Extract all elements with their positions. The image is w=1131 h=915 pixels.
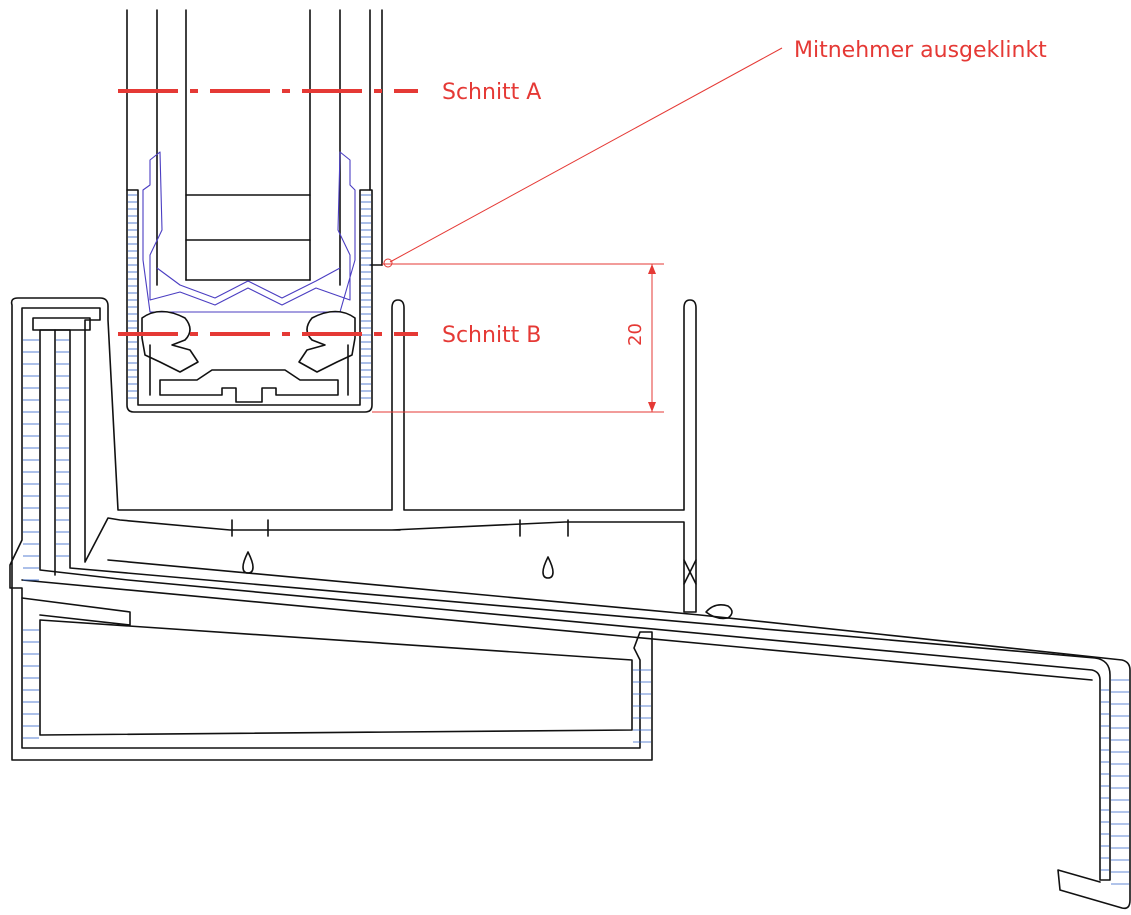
frame-profile: [9, 297, 1131, 910]
glazing-unit: [126, 9, 383, 286]
drip-mark: [542, 556, 554, 579]
frame-hatching: [23, 339, 1129, 885]
callout-label: Mitnehmer ausgeklinkt: [794, 38, 1047, 63]
drip-mark: [242, 551, 254, 574]
sash-profile: [126, 189, 373, 413]
cut-label-b: Schnitt B: [442, 323, 541, 348]
sash-hatching: [128, 194, 371, 399]
dimension-value: 20: [625, 323, 646, 346]
dimension-line: [372, 263, 664, 413]
glazing-gasket: [142, 151, 356, 313]
callout-leader: [383, 47, 783, 268]
cut-label-a: Schnitt A: [442, 80, 541, 105]
